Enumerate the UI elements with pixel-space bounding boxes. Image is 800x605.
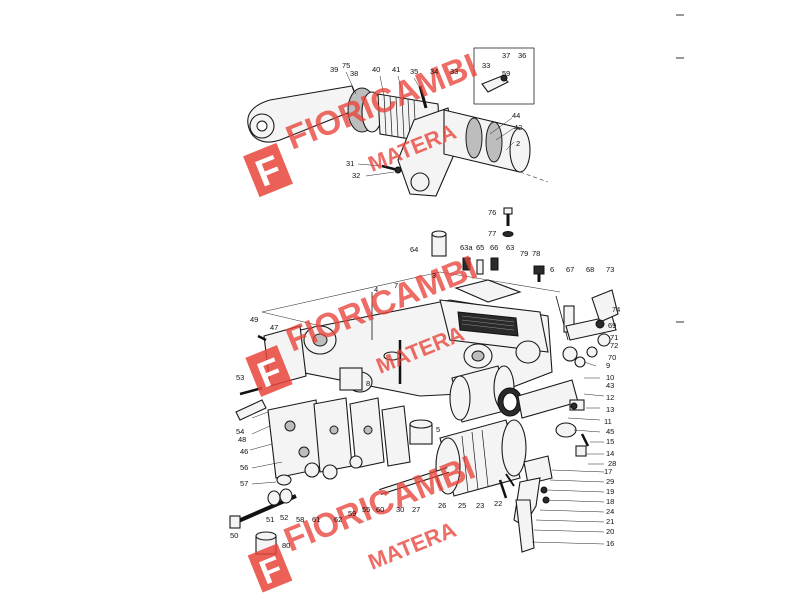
part-label: 35 xyxy=(410,67,418,76)
page-edge-marks xyxy=(676,14,684,323)
part-labels: 39 75 38 40 41 35 34 33 37 36 33 59 44 4… xyxy=(230,51,620,550)
part-label: 63a xyxy=(460,243,473,252)
part-label: 6 xyxy=(550,265,554,274)
part-label: 42 xyxy=(514,123,522,132)
part-label: 11 xyxy=(604,417,612,426)
part-label: 15 xyxy=(606,437,614,446)
part-label: 70 xyxy=(608,353,616,362)
part-label: 60 xyxy=(376,505,384,514)
part-label: 32 xyxy=(352,171,360,180)
part-label: 22 xyxy=(494,499,502,508)
part-label: 68 xyxy=(586,265,594,274)
part-label: 76 xyxy=(488,208,496,217)
part-label: 45 xyxy=(606,427,614,436)
part-label: 80 xyxy=(282,541,290,550)
part-label: 41 xyxy=(392,65,400,74)
part-label: 77 xyxy=(488,229,496,238)
part-label: 53 xyxy=(236,373,244,382)
leader-lines xyxy=(249,71,605,545)
lower-cylinder xyxy=(379,419,527,497)
part-label: 25 xyxy=(458,501,466,510)
part-label: 66 xyxy=(490,243,498,252)
part-label: 65 xyxy=(476,243,484,252)
part-label: 79 xyxy=(520,249,528,258)
part-label: 47 xyxy=(270,323,278,332)
part-label: 14 xyxy=(606,449,614,458)
part-label: 2 xyxy=(516,139,520,148)
part-label: 73 xyxy=(606,265,614,274)
small-parts-row xyxy=(431,207,545,303)
part-label: 55 xyxy=(362,505,370,514)
part-label: 4 xyxy=(374,285,378,294)
part-label: 57 xyxy=(240,479,248,488)
part-label: 50 xyxy=(230,531,238,540)
part-label: 18 xyxy=(606,497,614,506)
part-label: 3 xyxy=(432,271,436,280)
part-label: 58 xyxy=(296,515,304,524)
left-flange-stack xyxy=(229,325,411,555)
part-label: 67 xyxy=(566,265,574,274)
part-label: 61 xyxy=(312,515,320,524)
part-label: 16 xyxy=(606,539,614,548)
part-label: 26 xyxy=(438,501,446,510)
part-label: 39 xyxy=(330,65,338,74)
part-label: 69 xyxy=(608,321,616,330)
part-label: 38 xyxy=(350,69,358,78)
part-label: 78 xyxy=(532,249,540,258)
part-label: 62 xyxy=(334,515,342,524)
part-label: 75 xyxy=(342,61,350,70)
part-label: 63 xyxy=(506,243,514,252)
part-label: 36 xyxy=(518,51,526,60)
part-label: 8 xyxy=(366,379,370,388)
central-cylinders xyxy=(409,365,590,457)
part-label: 72 xyxy=(610,341,618,350)
part-label: 5 xyxy=(436,425,440,434)
part-label: 13 xyxy=(606,405,614,414)
part-label: 21 xyxy=(606,517,614,526)
part-label: 48 xyxy=(238,435,246,444)
part-label: 9 xyxy=(606,361,610,370)
part-label: 46 xyxy=(240,447,248,456)
part-label: 51 xyxy=(266,515,274,524)
part-label: 56 xyxy=(240,463,248,472)
part-label: 43 xyxy=(606,381,614,390)
part-label: 17 xyxy=(604,467,612,476)
part-label: 74 xyxy=(612,305,620,314)
right-linkage xyxy=(555,289,619,368)
part-label: 10 xyxy=(606,373,614,382)
part-label: 33 xyxy=(482,61,490,70)
part-label: 20 xyxy=(606,527,614,536)
part-label: 28 xyxy=(608,459,616,468)
lever-arm-assembly xyxy=(247,47,535,197)
part-label: 7 xyxy=(394,281,398,290)
lower-valve-assembly xyxy=(498,455,553,553)
part-label: 12 xyxy=(606,393,614,402)
part-label: 23 xyxy=(476,501,484,510)
part-label: 31 xyxy=(346,159,354,168)
part-label: 44 xyxy=(512,111,520,120)
part-label: 49 xyxy=(250,315,258,324)
part-label: 30 xyxy=(396,505,404,514)
part-label: 52 xyxy=(280,513,288,522)
part-label: 19 xyxy=(606,487,614,496)
watermark-sub-3: MATERA xyxy=(365,517,460,575)
part-label: 59 xyxy=(348,509,356,518)
part-label: 34 xyxy=(430,67,438,76)
part-label: 59 xyxy=(502,69,510,78)
part-label: 71 xyxy=(610,333,618,342)
part-label: 29 xyxy=(606,477,614,486)
part-label: 37 xyxy=(502,51,510,60)
part-label: 33 xyxy=(450,67,458,76)
part-label: 54 xyxy=(236,427,244,436)
part-label: 40 xyxy=(372,65,380,74)
part-label: 27 xyxy=(412,505,420,514)
part-label: 24 xyxy=(606,507,614,516)
part-label: 64 xyxy=(410,245,418,254)
